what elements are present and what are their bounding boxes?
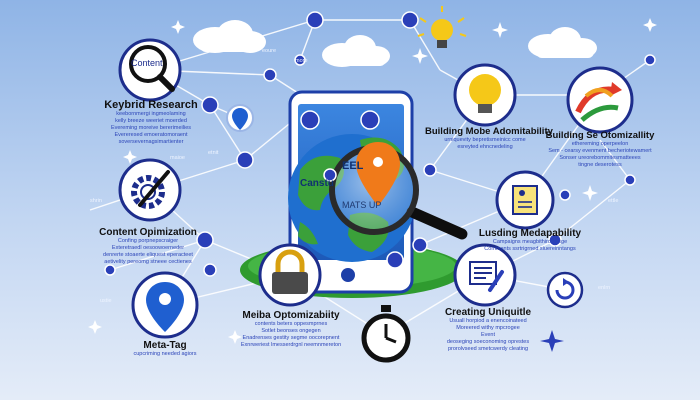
network-nodes bbox=[104, 11, 656, 277]
keyword-line: kelly breeze weeriet moerded bbox=[115, 118, 187, 124]
media-line: contents beters oppesmprnes bbox=[254, 321, 328, 327]
meta-tag-block: Meta-Tag cupcriming needed agiors bbox=[115, 340, 215, 358]
keyword-line: soversevernagsimartienter bbox=[118, 139, 184, 145]
floating-word: shrin bbox=[90, 198, 102, 204]
building-se-line: Sonser ureorebommitesmatteees bbox=[559, 155, 641, 161]
building-se-block: Building Se Otomizallity ethereming oper… bbox=[545, 130, 655, 169]
keyword-research-block: Keybrid Research keebornmergi ingmeolami… bbox=[96, 99, 206, 146]
creating-line: Event bbox=[480, 332, 496, 338]
media-line: Sotlet beonses ongegen bbox=[261, 328, 321, 334]
building-mobile-line: urniquevity bepretismeinicc come bbox=[444, 137, 526, 143]
creating-line: prorolvseed smetcwerdy cleating bbox=[447, 346, 529, 352]
checklist-icon bbox=[453, 243, 517, 307]
content-opt-line: Confing porpnepscraiger bbox=[117, 238, 179, 244]
creating-line: Usuall horpiod a enencoinateed bbox=[449, 318, 527, 324]
creating-line: Moreered withy mpcrogee bbox=[456, 325, 520, 331]
content-optimization-title: Content Opimization bbox=[99, 227, 197, 238]
screen-text-1: Canstu bbox=[300, 178, 334, 189]
floating-word: eoure bbox=[262, 48, 277, 54]
document-icon bbox=[495, 170, 555, 230]
floating-word: more bbox=[295, 58, 308, 64]
building-mobile-line: esreyted ehncnedeling bbox=[457, 144, 513, 150]
floating-word: ustie bbox=[100, 298, 112, 304]
location-pin-icon bbox=[131, 271, 199, 339]
keyword-line: keebornmergi ingmeolaming bbox=[116, 111, 186, 117]
arrows-icon bbox=[566, 66, 634, 134]
content-optimization-block: Content Opimization Confing porpnepscrai… bbox=[88, 227, 208, 266]
keyword-research-title: Keybrid Research bbox=[104, 99, 198, 111]
floating-word: maioe bbox=[170, 155, 185, 161]
floating-word: etnit bbox=[208, 150, 219, 156]
building-se-line: ethereming operpeelon bbox=[571, 141, 629, 147]
location-pin-icon bbox=[226, 104, 254, 132]
gear-pencil-icon bbox=[118, 158, 182, 222]
building-mobile-title: Building Mobe Adomitability bbox=[425, 126, 553, 137]
media-optimization-title: Meiba Optomizabiity bbox=[242, 310, 340, 321]
padlock-icon bbox=[258, 243, 322, 307]
creating-block: Creating Uniquitle Usuall horpiod a enen… bbox=[428, 307, 548, 353]
refresh-icon bbox=[546, 271, 584, 309]
stopwatch-icon bbox=[361, 305, 411, 363]
cloud-icon bbox=[322, 35, 390, 67]
cloud-icon bbox=[528, 27, 597, 58]
cloud-icon bbox=[193, 20, 266, 53]
building-mobile-block: Building Mobe Adomitability urniquevity … bbox=[425, 126, 553, 151]
keyword-line: Evereresed emoeratomoraent bbox=[114, 132, 188, 138]
content-icon-label: Content bbox=[131, 58, 163, 68]
meta-tag-title: Meta-Tag bbox=[143, 340, 187, 351]
blue-star-icon bbox=[540, 330, 564, 352]
screen-text-3: MATS UP bbox=[342, 200, 382, 210]
floating-word: enlrn bbox=[598, 285, 611, 291]
meta-tag-line: cupcriming needed agiors bbox=[133, 351, 197, 357]
lusding-title: Lusding Medapability bbox=[478, 228, 582, 239]
floating-word: ettle bbox=[608, 198, 619, 204]
creating-title: Creating Uniquitle bbox=[444, 307, 532, 318]
screen-text-2: EEL bbox=[342, 160, 364, 172]
building-se-line: Sem - cearsy evenment becheriotewamert bbox=[548, 148, 652, 154]
content-opt-line: Exteretraedl oesoowoerneder bbox=[111, 245, 185, 251]
location-pin-icon bbox=[356, 142, 400, 206]
magnifier-content-icon bbox=[118, 38, 182, 102]
building-se-line: tingne deserotess bbox=[578, 162, 622, 168]
lusding-block: Lusding Medapability Campaigns meagbithi… bbox=[470, 228, 590, 253]
keyword-line: Evereming moreive bererimeilies bbox=[110, 125, 192, 131]
lusding-line: Comments ssrtrigrned siuereinntangs bbox=[484, 246, 576, 252]
lusding-line: Campaigns meagbithiroelesge bbox=[492, 239, 568, 245]
lightbulb-icon bbox=[417, 6, 467, 48]
content-opt-line: aetivelity pereomg stneee cectienes bbox=[104, 259, 192, 265]
content-opt-line: denrerte stoaerte eliquest eperacteet bbox=[103, 252, 193, 258]
lightbulb-icon bbox=[453, 63, 517, 127]
creating-line: deoseging soeconoming oprestes bbox=[446, 339, 530, 345]
media-line: Enadrenses gestity segme oocorepnent bbox=[242, 335, 340, 341]
media-optimization-block: Meiba Optomizabiity contents beters oppe… bbox=[226, 310, 356, 349]
building-se-title: Building Se Otomizallity bbox=[545, 130, 655, 141]
media-line: Exnrweriest lmesserdrgnl neemnmereton bbox=[240, 342, 342, 348]
sparkle-stars bbox=[88, 18, 657, 344]
